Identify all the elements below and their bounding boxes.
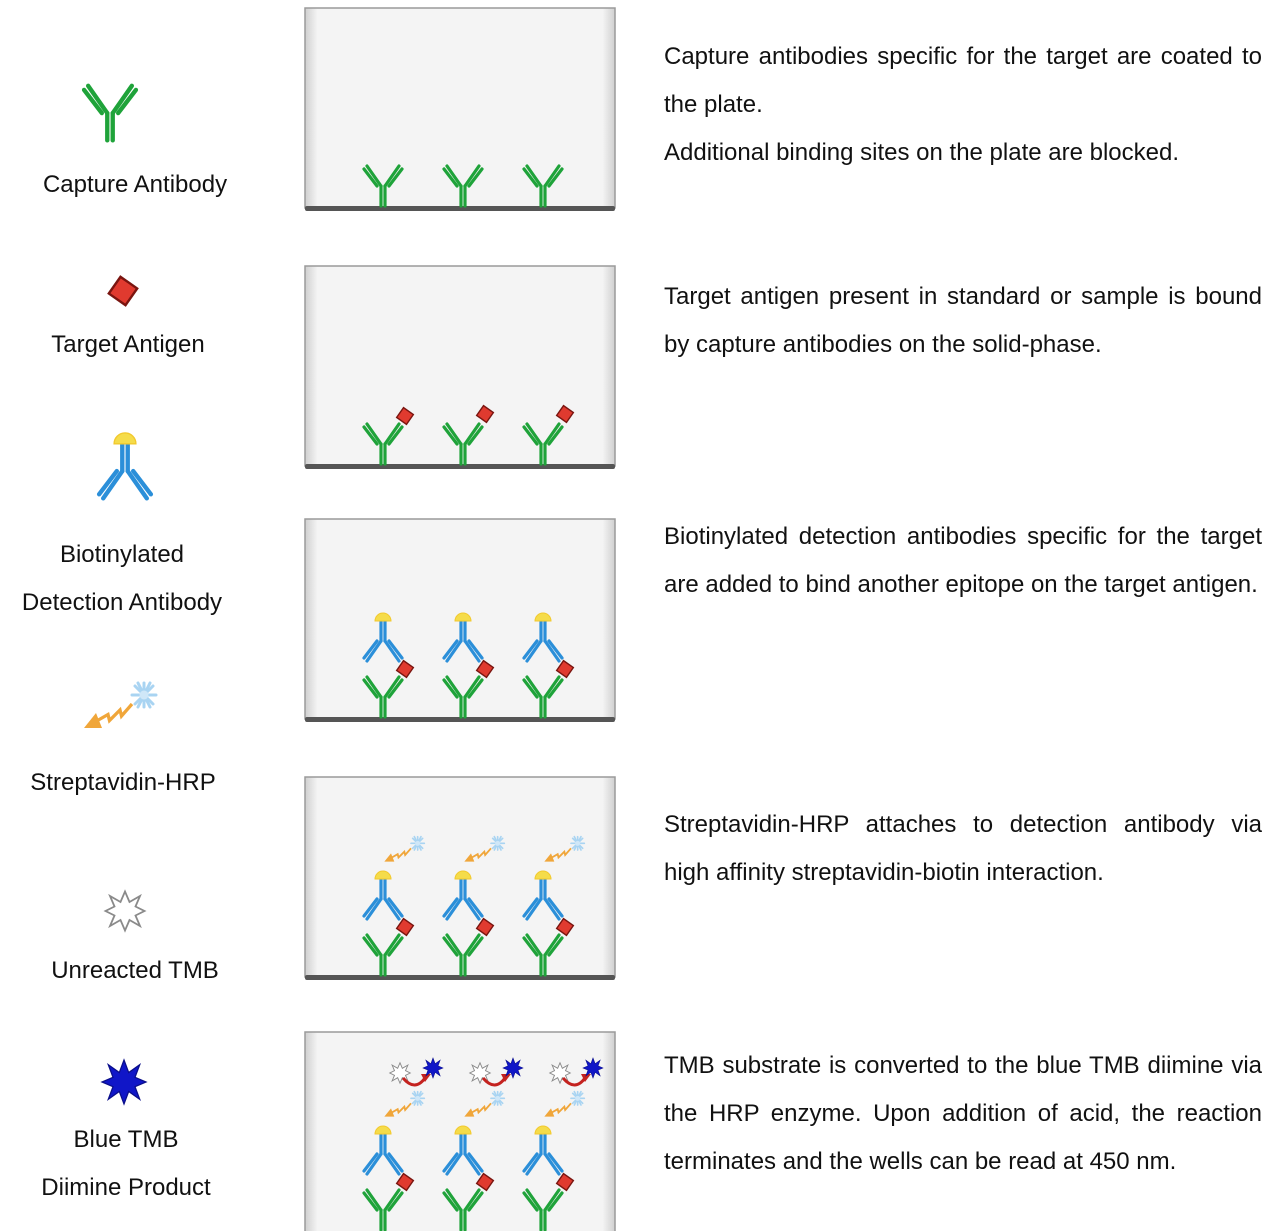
legend-label-blue-tmb-line1: Blue TMB (73, 1126, 179, 1153)
step-5-description: TMB substrate is converted to the blue T… (664, 1042, 1262, 1186)
legend-label-streptavidin-hrp: Streptavidin-HRP (30, 769, 216, 796)
well-step-1 (303, 6, 617, 214)
legend-label-unreacted-tmb: Unreacted TMB (51, 957, 219, 984)
unreacted-tmb-icon (104, 890, 146, 932)
blue-tmb-icon (101, 1059, 147, 1105)
streptavidin-hrp-icon (78, 672, 168, 742)
legend-label-target-antigen: Target Antigen (51, 331, 205, 358)
step-1-paragraph-2: Additional binding sites on the plate ar… (664, 139, 1180, 166)
detection-antibody-icon (95, 422, 155, 512)
step-4-paragraph-1: Streptavidin-HRP attaches to detection a… (664, 811, 1262, 886)
legend-label-detection-antibody: Biotinylated Detection Antibody (0, 531, 244, 627)
step-1-description: Capture antibodies specific for the targ… (664, 33, 1262, 177)
step-3-description: Biotinylated detection antibodies specif… (664, 513, 1262, 609)
step-1-paragraph-1: Capture antibodies specific for the targ… (664, 43, 1262, 118)
well-step-4 (303, 775, 617, 983)
legend-label-blue-tmb: Blue TMB Diimine Product (1, 1116, 251, 1212)
target-antigen-icon (106, 274, 140, 308)
step-5-paragraph-1: TMB substrate is converted to the blue T… (664, 1052, 1262, 1175)
step-4-description: Streptavidin-HRP attaches to detection a… (664, 801, 1262, 897)
well-step-2 (303, 264, 617, 472)
step-3-paragraph-1: Biotinylated detection antibodies specif… (664, 523, 1262, 598)
legend-label-detection-line1: Biotinylated (59, 541, 185, 568)
legend-label-detection-line2: Detection Antibody (21, 589, 223, 616)
legend-label-capture-antibody: Capture Antibody (42, 171, 228, 198)
step-2-paragraph-1: Target antigen present in standard or sa… (664, 283, 1262, 358)
capture-antibody-icon (80, 66, 140, 152)
legend-label-blue-tmb-line2: Diimine Product (41, 1174, 211, 1201)
well-step-5 (303, 1030, 617, 1231)
step-2-description: Target antigen present in standard or sa… (664, 273, 1262, 369)
well-step-3 (303, 517, 617, 725)
